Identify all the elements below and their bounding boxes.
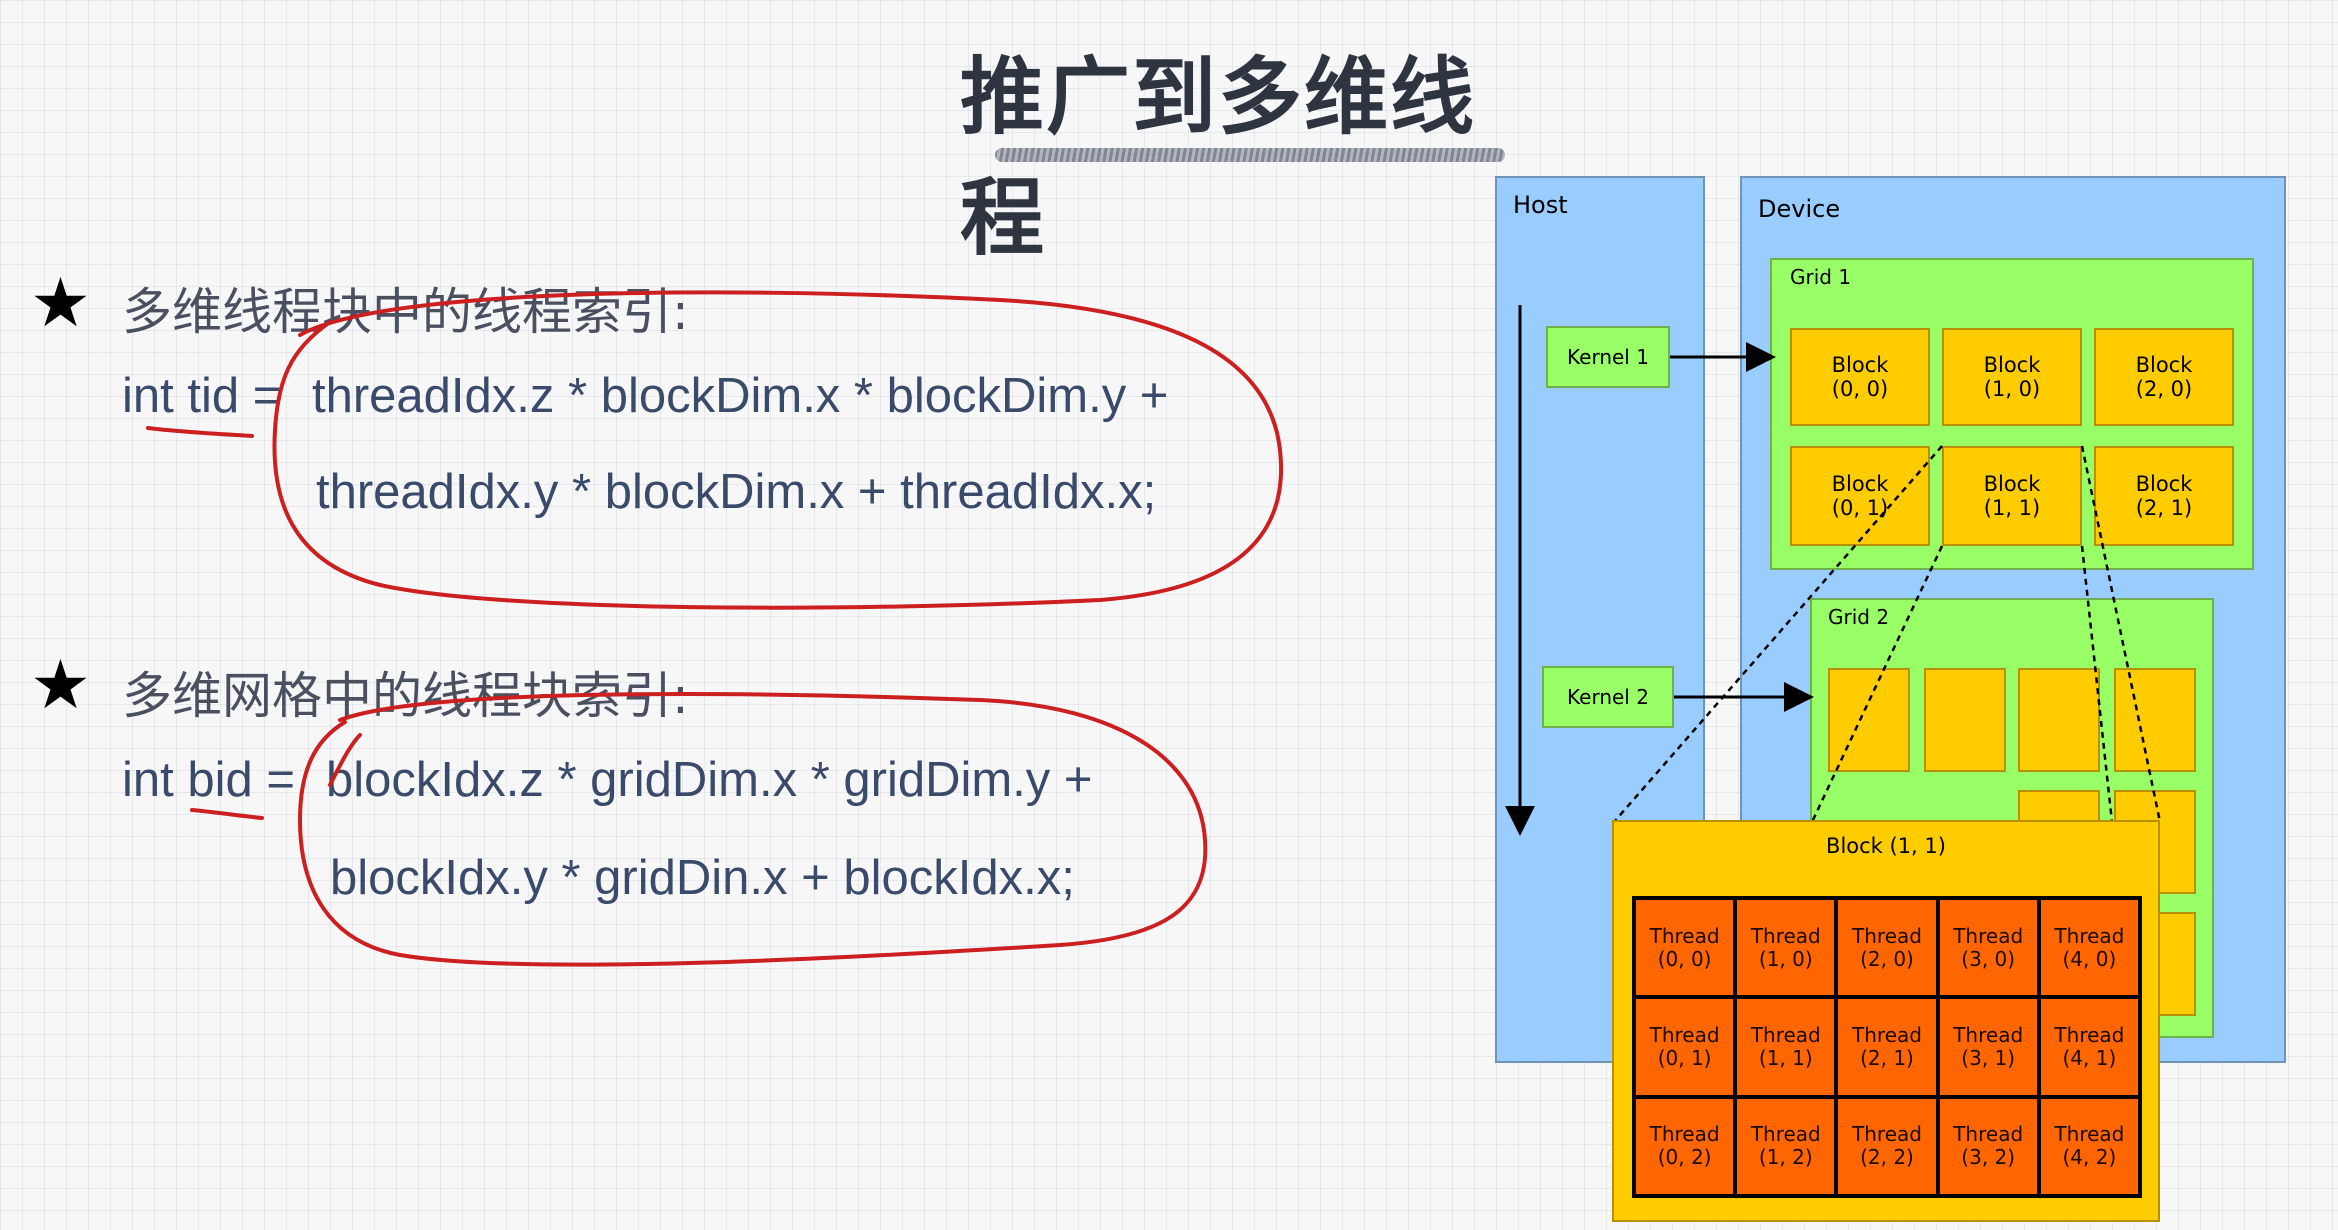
code-tid-prefix: int tid = (122, 369, 282, 423)
kernel-2-box: Kernel 2 (1542, 666, 1674, 728)
host-label: Host (1513, 191, 1568, 219)
thread-cell: Thread(4, 2) (2038, 1096, 2140, 1196)
block-label: Block (1831, 471, 1889, 496)
block-label: Block (1983, 471, 2041, 496)
code-bid-prefix: int bid = (122, 753, 295, 807)
thread-cell: Thread(3, 0) (1937, 898, 2039, 998)
code-tid-line2: threadIdx.y * blockDim.x + threadIdx.x; (316, 465, 1157, 519)
grid-1-label: Grid 1 (1790, 265, 1852, 289)
star-bullet-icon: ★ (30, 646, 91, 725)
block-coords: (0, 1) (1831, 496, 1889, 520)
thread-cell: Thread(3, 2) (1937, 1096, 2039, 1196)
thread-cell: Thread(2, 1) (1836, 997, 1938, 1097)
block-detail: Block (1, 1) Thread(0, 0) Thread(1, 0) T… (1612, 820, 2160, 1222)
code-bid-line1: blockIdx.z * gridDim.x * gridDim.y + (326, 753, 1093, 807)
block-label: Block (2135, 471, 2193, 496)
grid2-block (1828, 668, 1910, 772)
thread-grid: Thread(0, 0) Thread(1, 0) Thread(2, 0) T… (1632, 896, 2142, 1198)
underline-bid (190, 808, 264, 820)
device-label: Device (1758, 195, 1841, 223)
grid2-block (2018, 668, 2100, 772)
thread-cell: Thread(2, 2) (1836, 1096, 1938, 1196)
thread-cell: Thread(3, 1) (1937, 997, 2039, 1097)
thread-cell: Thread(1, 2) (1735, 1096, 1837, 1196)
grid1-block: Block (0, 1) (1790, 446, 1930, 546)
grid-2-label: Grid 2 (1828, 605, 1890, 629)
thread-cell: Thread(0, 1) (1634, 997, 1736, 1097)
kernel-2-label: Kernel 2 (1567, 684, 1649, 709)
thread-cell: Thread(0, 2) (1634, 1096, 1736, 1196)
block-coords: (2, 1) (2135, 496, 2193, 520)
grid2-block (2114, 668, 2196, 772)
grid1-block: Block (1, 0) (1942, 328, 2082, 426)
grid2-block (1924, 668, 2006, 772)
block-label: Block (2135, 352, 2193, 377)
thread-cell: Thread(1, 0) (1735, 898, 1837, 998)
star-bullet-icon: ★ (30, 264, 91, 343)
grid1-block: Block (2, 0) (2094, 328, 2234, 426)
block-coords: (0, 0) (1831, 377, 1889, 401)
grid1-block: Block (1, 1) (1942, 446, 2082, 546)
block-label: Block (1983, 352, 2041, 377)
code-tid-line1: threadIdx.z * blockDim.x * blockDim.y + (312, 369, 1169, 423)
block-detail-label: Block (1, 1) (1826, 834, 1946, 858)
page-title: 推广到多维线程 (960, 48, 1477, 267)
circle-annotation-bid (297, 692, 1208, 967)
code-bid-line2: blockIdx.y * gridDin.x + blockIdx.x; (330, 851, 1075, 905)
thread-cell: Thread(0, 0) (1634, 898, 1736, 998)
block-coords: (1, 0) (1983, 377, 2041, 401)
kernel-1-box: Kernel 1 (1546, 326, 1670, 388)
slash-mark-bid (328, 733, 362, 787)
grid1-block: Block (2, 1) (2094, 446, 2234, 546)
kernel-1-label: Kernel 1 (1567, 344, 1649, 369)
circle-annotation-tid (272, 290, 1284, 610)
thread-cell: Thread(1, 1) (1735, 997, 1837, 1097)
thread-cell: Thread(2, 0) (1836, 898, 1938, 998)
title-underline (995, 148, 1505, 162)
thread-cell: Thread(4, 1) (2038, 997, 2140, 1097)
thread-cell: Thread(4, 0) (2038, 898, 2140, 998)
block-coords: (2, 0) (2135, 377, 2193, 401)
grid1-block: Block (0, 0) (1790, 328, 1930, 426)
block-coords: (1, 1) (1983, 496, 2041, 520)
block-label: Block (1831, 352, 1889, 377)
underline-tid (146, 426, 254, 438)
